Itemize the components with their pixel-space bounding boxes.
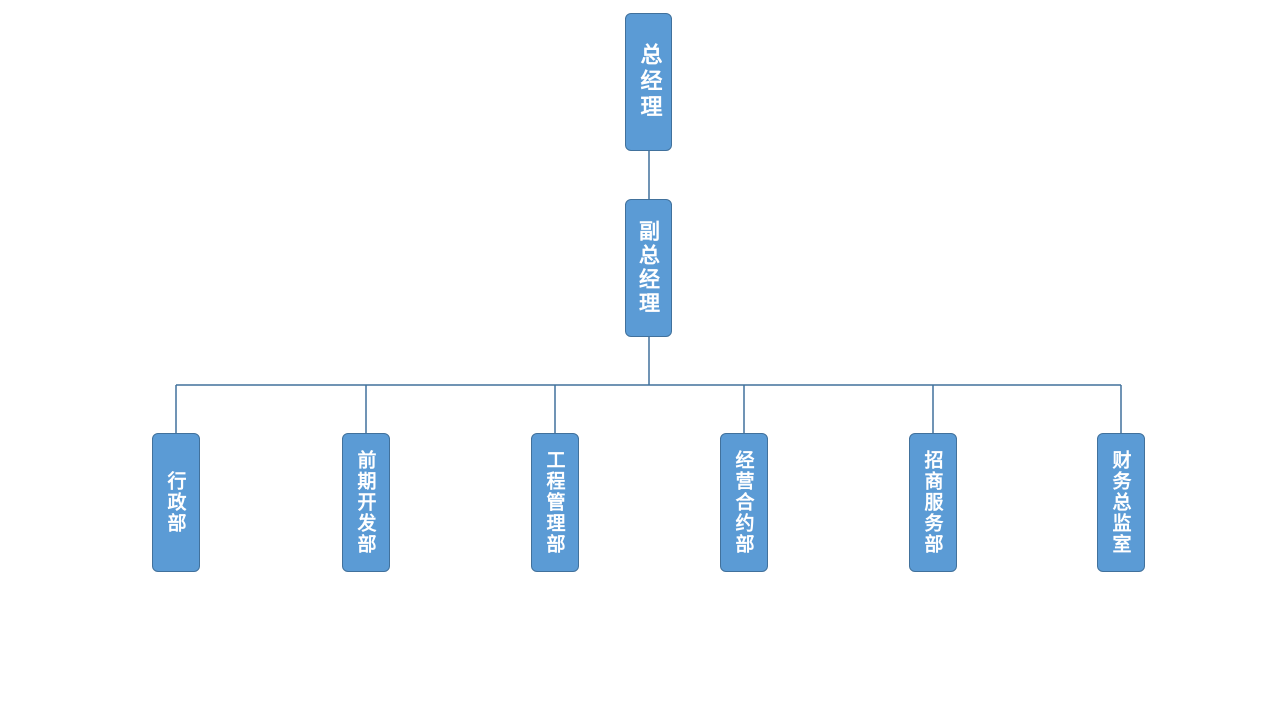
node-department-admin: 行政部	[152, 433, 200, 572]
node-general-manager: 总经理	[625, 13, 672, 151]
node-department-operations-contracts: 经营合约部	[720, 433, 768, 572]
node-department-finance-director: 财务总监室	[1097, 433, 1145, 572]
node-label: 财务总监室	[1109, 450, 1132, 555]
node-deputy-general-manager: 副总经理	[625, 199, 672, 337]
node-label: 前期开发部	[354, 450, 377, 555]
node-department-engineering: 工程管理部	[531, 433, 579, 572]
node-department-early-development: 前期开发部	[342, 433, 390, 572]
node-label: 经营合约部	[732, 450, 755, 555]
node-label: 招商服务部	[921, 450, 944, 555]
node-label: 行政部	[164, 471, 187, 534]
node-department-leasing-services: 招商服务部	[909, 433, 957, 572]
node-label: 副总经理	[636, 220, 661, 316]
node-label: 工程管理部	[543, 450, 566, 555]
node-label: 总经理	[636, 43, 662, 121]
